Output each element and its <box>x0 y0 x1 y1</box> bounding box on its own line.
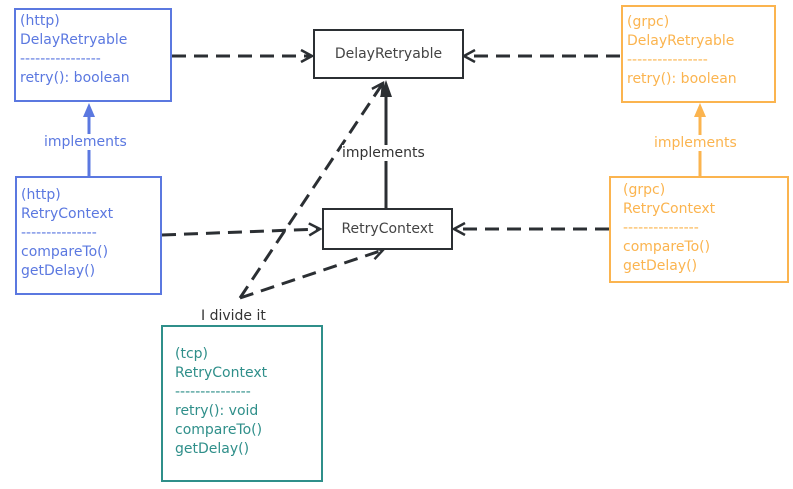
class-name: RetryContext <box>175 365 268 381</box>
class-method: compareTo() <box>623 239 711 255</box>
class-method: getDelay() <box>623 258 698 274</box>
tcp-retry-context-class[interactable]: (tcp) RetryContext --------------- retry… <box>161 325 323 482</box>
edge-http-implements-arrowhead <box>83 103 95 117</box>
edge-grpc-implements-arrowhead <box>694 103 706 117</box>
class-method: getDelay() <box>175 441 250 457</box>
class-tag: (grpc) <box>623 182 666 198</box>
class-method: retry(): void <box>175 403 259 419</box>
class-name: DelayRetryable <box>334 46 443 62</box>
edge-http-ctx-to-core-ctx <box>161 229 320 237</box>
http-retry-context-class[interactable]: (http) RetryContext --------------- comp… <box>15 176 162 295</box>
class-name: RetryContext <box>341 221 434 237</box>
class-method: retry(): boolean <box>20 70 130 86</box>
class-separator: --------------- <box>21 225 97 241</box>
class-separator: --------------- <box>623 220 699 236</box>
core-retry-context-class[interactable]: RetryContext <box>322 208 453 250</box>
core-implements-label: implements <box>342 145 425 161</box>
class-tag: (grpc) <box>627 14 670 30</box>
grpc-implements-label: implements <box>654 135 737 151</box>
class-tag: (tcp) <box>175 346 208 362</box>
class-method: getDelay() <box>21 263 96 279</box>
http-delay-retryable-class[interactable]: (http) DelayRetryable ---------------- r… <box>14 8 172 102</box>
class-method: retry(): boolean <box>627 71 737 87</box>
divide-label: I divide it <box>201 308 266 324</box>
class-name: RetryContext <box>623 201 716 217</box>
core-delay-retryable-class[interactable]: DelayRetryable <box>313 29 464 79</box>
class-separator: --------------- <box>175 384 251 400</box>
class-name: DelayRetryable <box>627 33 735 49</box>
class-method: compareTo() <box>21 244 109 260</box>
edge-divide-to-core-ctx <box>239 250 383 300</box>
class-tag: (http) <box>21 187 61 203</box>
edge-divide-to-core-delay <box>238 83 383 299</box>
class-tag: (http) <box>20 13 60 29</box>
class-separator: ---------------- <box>627 52 708 68</box>
class-name: RetryContext <box>21 206 114 222</box>
class-method: compareTo() <box>175 422 263 438</box>
class-separator: ---------------- <box>20 51 101 67</box>
grpc-delay-retryable-class[interactable]: (grpc) DelayRetryable ---------------- r… <box>621 5 776 103</box>
http-implements-label: implements <box>44 134 127 150</box>
grpc-retry-context-class[interactable]: (grpc) RetryContext --------------- comp… <box>609 176 789 283</box>
class-name: DelayRetryable <box>20 32 128 48</box>
edge-core-implements-arrowhead <box>380 80 392 97</box>
